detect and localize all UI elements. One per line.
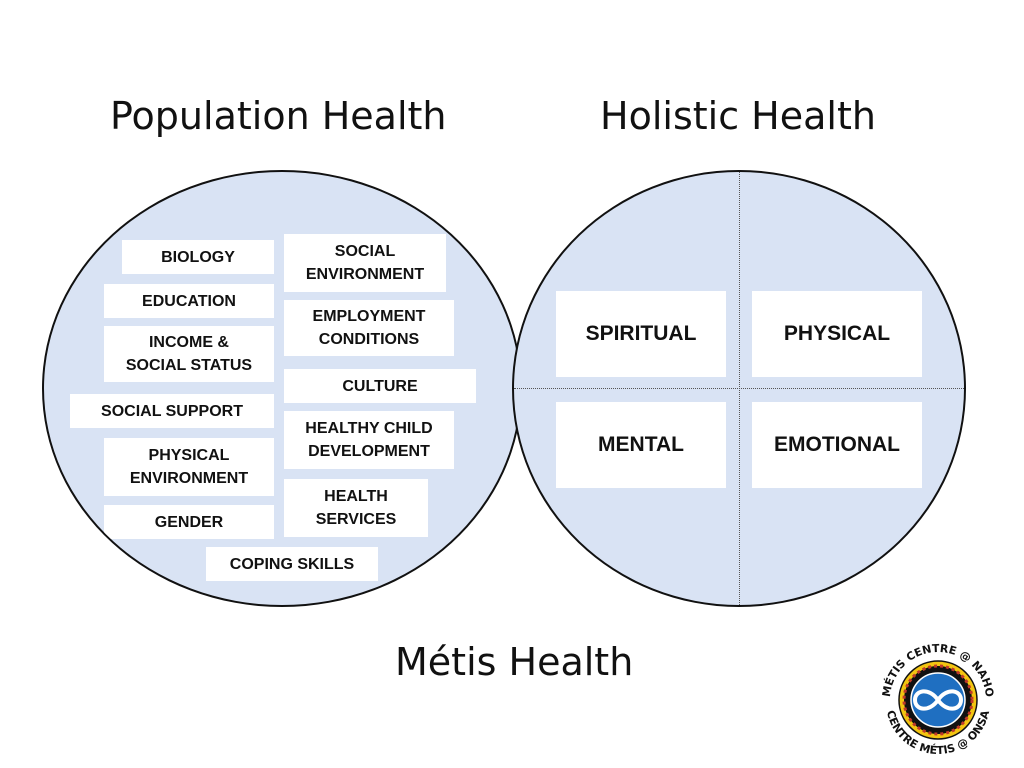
- dimension-physical: PHYSICAL: [752, 291, 922, 377]
- population-health-circle: BIOLOGY SOCIAL ENVIRONMENT EDUCATION EMP…: [42, 170, 522, 607]
- dimension-emotional: EMOTIONAL: [752, 402, 922, 488]
- holistic-health-title: Holistic Health: [600, 94, 876, 138]
- factor-coping-skills: COPING SKILLS: [206, 547, 378, 581]
- factor-social-environment: SOCIAL ENVIRONMENT: [284, 234, 446, 292]
- dimension-mental: MENTAL: [556, 402, 726, 488]
- factor-physical-environment: PHYSICAL ENVIRONMENT: [104, 438, 274, 496]
- logo-beaded-ring: [902, 664, 974, 736]
- metis-centre-logo: MÉTIS CENTRE @ NAHO CENTRE MÉTIS @ ONSA: [880, 642, 996, 757]
- factor-healthy-child-development: HEALTHY CHILD DEVELOPMENT: [284, 411, 454, 469]
- infinity-icon: [912, 689, 964, 711]
- factor-gender: GENDER: [104, 505, 274, 539]
- factor-education: EDUCATION: [104, 284, 274, 318]
- factor-health-services: HEALTH SERVICES: [284, 479, 428, 537]
- metis-health-title: Métis Health: [395, 640, 634, 684]
- factor-social-support: SOCIAL SUPPORT: [70, 394, 274, 428]
- factor-employment-conditions: EMPLOYMENT CONDITIONS: [284, 300, 454, 356]
- quadrant-divider-horizontal: [514, 388, 964, 389]
- factor-income-social-status: INCOME & SOCIAL STATUS: [104, 326, 274, 382]
- factor-culture: CULTURE: [284, 369, 476, 403]
- holistic-health-circle: SPIRITUAL PHYSICAL MENTAL EMOTIONAL: [512, 170, 966, 607]
- factor-biology: BIOLOGY: [122, 240, 274, 274]
- dimension-spiritual: SPIRITUAL: [556, 291, 726, 377]
- population-health-title: Population Health: [110, 94, 447, 138]
